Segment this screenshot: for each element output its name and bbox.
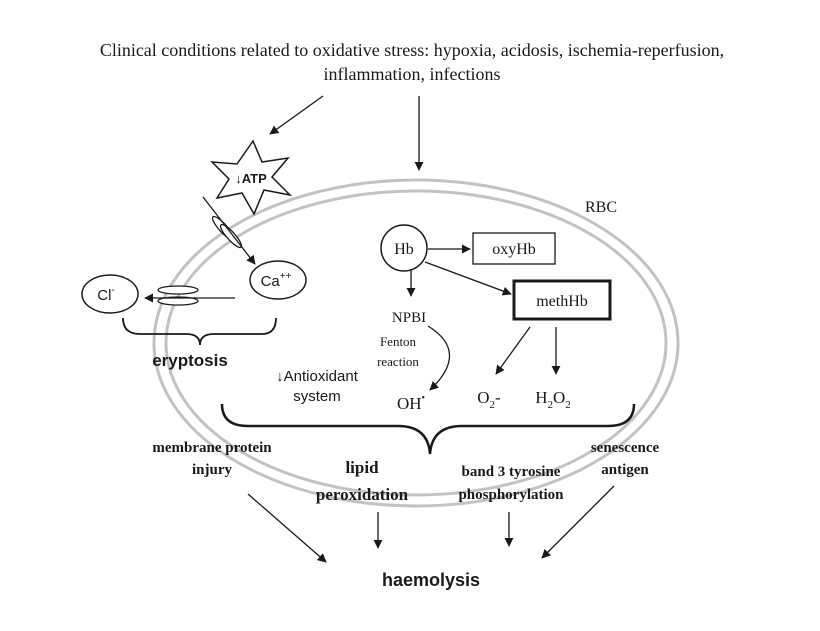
arrow-hb-to-methhb <box>424 261 512 296</box>
fenton-label-2: reaction <box>377 354 419 369</box>
eryptosis-label: eryptosis <box>152 351 228 370</box>
eryptosis-brace <box>122 317 277 346</box>
hydrogen-peroxide-label: H2O2 <box>535 388 571 411</box>
membrane-injury-label-1: membrane protein <box>152 440 272 456</box>
methhb-label: methHb <box>536 293 588 310</box>
atp-label: ↓ATP <box>235 171 267 186</box>
antioxidant-label-2: system <box>293 388 341 405</box>
band3-label-2: phosphorylation <box>458 487 564 503</box>
senescence-antigen-label-2: antigen <box>601 462 649 478</box>
fenton-label-1: Fenton <box>380 334 417 349</box>
chloride-node <box>81 274 139 314</box>
arrow-membrane-to-haemolysis <box>247 493 327 563</box>
methhb-box <box>512 279 612 321</box>
arrow-atp-to-calcium <box>202 196 256 265</box>
oxyhb-label: oxyHb <box>492 241 536 258</box>
hydroxyl-radical-label: OH• <box>397 393 425 413</box>
haemolysis-label: haemolysis <box>382 570 480 590</box>
membrane-injury-label-2: injury <box>192 462 233 478</box>
antioxidant-label-1: ↓Antioxidant <box>276 368 359 385</box>
arrow-title-to-atp <box>269 95 324 135</box>
senescence-antigen-label-1: senescence <box>591 440 660 456</box>
hb-label: Hb <box>394 241 414 258</box>
rbc-label: RBC <box>585 199 617 216</box>
lipid-peroxidation-label-2: peroxidation <box>316 485 409 504</box>
calcium-channel <box>211 215 243 249</box>
atp-starburst <box>210 139 293 216</box>
npbi-label: NPBI <box>392 310 426 326</box>
superoxide-label: O2- <box>477 388 501 411</box>
calcium-node <box>249 260 307 300</box>
hb-node <box>380 224 428 272</box>
lipid-peroxidation-label-1: lipid <box>345 458 379 477</box>
arrow-fenton-to-hydroxyl <box>427 325 451 391</box>
arrow-senescence-to-haemolysis <box>541 485 615 559</box>
outcomes-brace <box>220 403 636 455</box>
title-line-2: inflammation, infections <box>324 64 501 84</box>
band3-label-1: band 3 tyrosine <box>462 464 561 480</box>
oxyhb-box <box>472 232 556 265</box>
chloride-channel <box>157 285 199 306</box>
chloride-label: Cl- <box>97 285 115 304</box>
title-line-1: Clinical conditions related to oxidative… <box>100 40 724 60</box>
rbc-membrane-inner <box>164 189 668 497</box>
arrow-methhb-to-superoxide <box>495 326 531 375</box>
calcium-label: Ca++ <box>261 271 292 290</box>
rbc-membrane-outer <box>152 178 680 508</box>
